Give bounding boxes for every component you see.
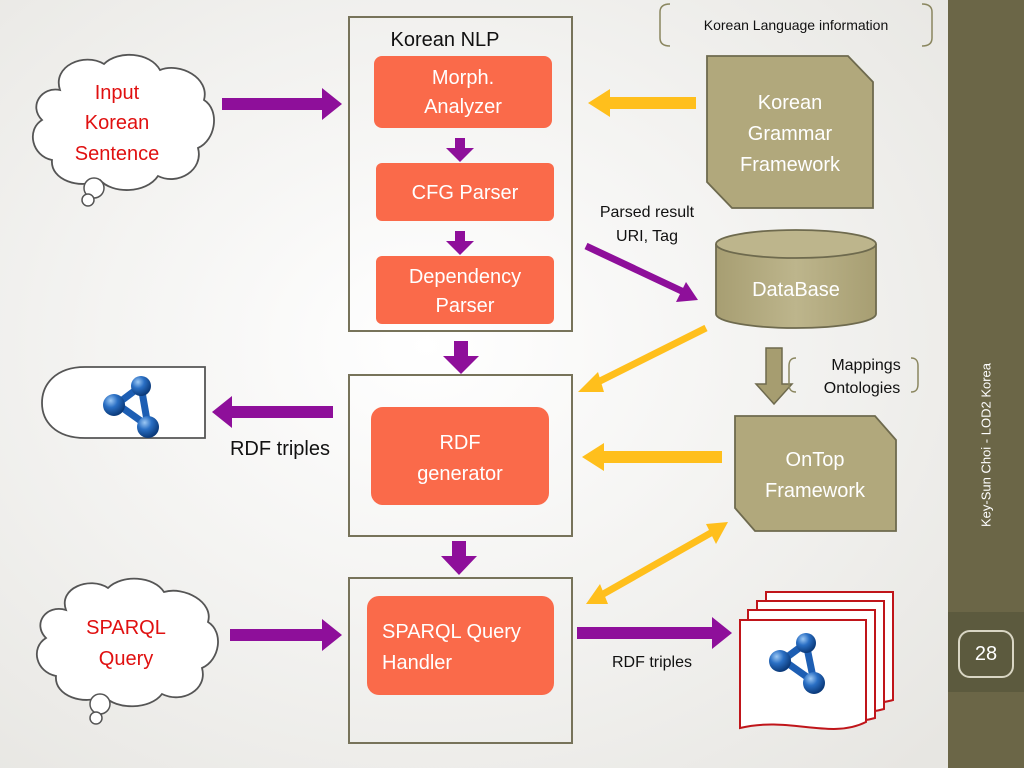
parsed-result-line2: URI, Tag xyxy=(616,228,678,245)
flow-arrow-right xyxy=(222,88,342,120)
dependency-parser-box: Dependency Parser xyxy=(376,256,554,324)
rdf-generator-line1: RDF xyxy=(439,432,480,454)
flow-arrow-diagonal xyxy=(584,242,690,298)
rdf-generator-box: RDF generator xyxy=(371,407,549,505)
flow-arrow-right xyxy=(230,619,342,651)
ontologies-label: Ontologies xyxy=(824,380,901,397)
cfg-parser-box: CFG Parser xyxy=(376,163,554,221)
rdf-output-store xyxy=(41,366,206,439)
korean-language-info-bracket: Korean Language information xyxy=(659,3,933,47)
rdf-triples-left-label: RDF triples xyxy=(230,438,330,460)
page-number: 28 xyxy=(958,630,1014,678)
data-arrow-bidirectional-head xyxy=(706,522,728,544)
ontop-line1: OnTop xyxy=(786,449,845,471)
morph-analyzer-box: Morph. Analyzer xyxy=(374,56,552,128)
cfg-parser-label: CFG Parser xyxy=(412,182,519,204)
data-arrow-diagonal xyxy=(592,324,708,388)
korean-grammar-line2: Grammar xyxy=(748,123,833,145)
footer-author: Key-Sun Choi - LOD2 Korea xyxy=(978,362,994,528)
sparql-handler-box: SPARQL Query Handler xyxy=(367,596,554,695)
sparql-handler-line1: SPARQL Query xyxy=(382,621,521,643)
korean-language-info-label: Korean Language information xyxy=(704,17,888,33)
korean-nlp-container xyxy=(348,16,573,332)
morph-analyzer-line1: Morph. xyxy=(432,67,494,89)
data-arrow-left xyxy=(582,443,722,471)
data-arrow-diagonal-head xyxy=(578,372,604,392)
rdf-triples-right-label: RDF triples xyxy=(612,654,692,671)
parsed-result-line1: Parsed result xyxy=(600,204,695,221)
database-cylinder: DataBase xyxy=(715,229,877,329)
flow-arrow-down xyxy=(446,231,474,255)
sparql-cloud-line2: Query xyxy=(99,648,153,670)
flow-arrow-down xyxy=(446,138,474,162)
dependency-parser-line2: Parser xyxy=(436,295,495,317)
input-cloud-line3: Sentence xyxy=(75,143,160,165)
sparql-cloud-line1: SPARQL xyxy=(86,617,166,639)
korean-grammar-line3: Framework xyxy=(740,154,841,176)
rdf-generator-container xyxy=(348,374,573,537)
korean-grammar-framework-box: Korean Grammar Framework xyxy=(706,55,874,209)
sparql-query-cloud: SPARQL Query xyxy=(36,577,219,725)
sparql-container xyxy=(348,577,573,744)
data-arrow-left xyxy=(588,89,696,117)
flow-arrow-down xyxy=(443,341,479,374)
flow-arrow-diagonal-head xyxy=(676,282,698,302)
data-arrow-bidirectional-head xyxy=(586,584,608,604)
flow-arrow-left xyxy=(212,396,333,428)
flow-arrow-right xyxy=(577,617,732,649)
mappings-ontologies-bracket: Mappings Ontologies xyxy=(788,357,919,397)
morph-analyzer-line2: Analyzer xyxy=(424,96,502,118)
ontop-framework-box: OnTop Framework xyxy=(734,415,897,532)
rdf-graph-icon xyxy=(769,633,825,694)
ontop-line2: Framework xyxy=(765,480,866,502)
korean-grammar-line1: Korean xyxy=(758,92,823,114)
rdf-generator-line2: generator xyxy=(417,463,503,485)
input-cloud-line2: Korean xyxy=(85,112,150,134)
database-label: DataBase xyxy=(752,279,840,301)
sparql-handler-line2: Handler xyxy=(382,652,452,674)
data-arrow-bidirectional xyxy=(596,526,718,601)
dependency-parser-line1: Dependency xyxy=(409,266,521,288)
input-cloud-line1: Input xyxy=(95,82,140,104)
page-number-band xyxy=(948,612,1024,692)
rdf-document-stack xyxy=(739,591,894,730)
mappings-label: Mappings xyxy=(831,357,900,374)
rdf-graph-icon xyxy=(103,376,159,438)
mapping-arrow-down xyxy=(754,347,794,406)
input-sentence-cloud: Input Korean Sentence xyxy=(32,53,215,207)
flow-arrow-down xyxy=(441,541,477,575)
korean-nlp-title: Korean NLP xyxy=(391,29,500,51)
